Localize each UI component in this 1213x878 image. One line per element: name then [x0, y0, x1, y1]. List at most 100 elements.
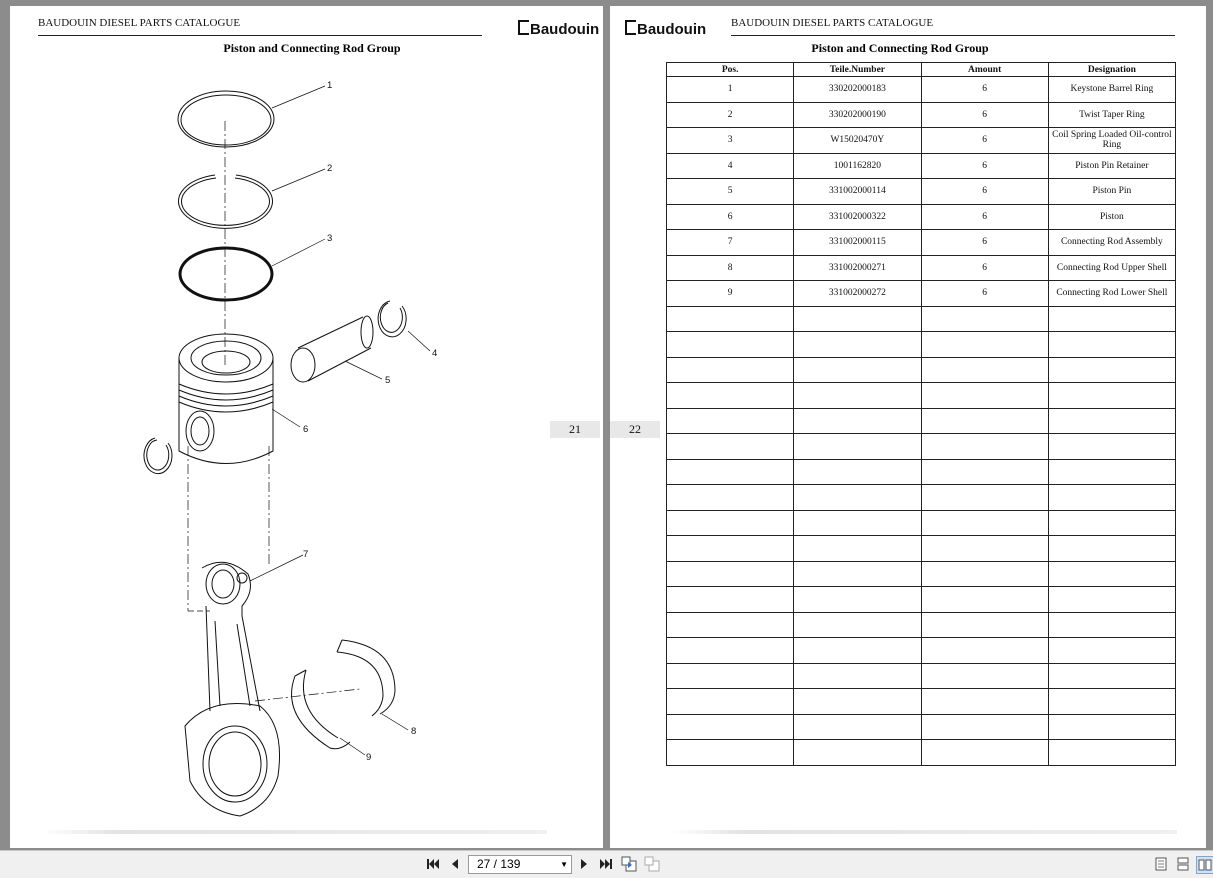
empty-cell: [665, 433, 795, 460]
next-page-icon[interactable]: [576, 856, 592, 872]
cell-designation: Connecting Rod Upper Shell: [1047, 254, 1177, 281]
empty-cell: [665, 484, 795, 511]
empty-cell: [1047, 560, 1177, 587]
cell-amount: 6: [920, 229, 1049, 256]
cell-number: 331002000115: [793, 229, 922, 256]
empty-table-row: [665, 637, 1177, 664]
empty-cell: [665, 662, 795, 689]
twist-taper-ring-part: [178, 174, 273, 229]
empty-cell: [793, 611, 922, 638]
chevron-down-icon[interactable]: ▼: [560, 860, 568, 869]
cell-designation: Connecting Rod Lower Shell: [1047, 280, 1177, 307]
left-page-number: 21: [550, 421, 600, 438]
last-page-icon[interactable]: [598, 856, 614, 872]
empty-cell: [920, 560, 1049, 587]
cell-pos: 4: [665, 152, 795, 179]
empty-cell: [1047, 331, 1177, 358]
callout-3: 3: [327, 233, 332, 244]
empty-cell: [920, 637, 1049, 664]
first-page-icon[interactable]: [425, 856, 441, 872]
empty-cell: [665, 509, 795, 536]
page-indicator-value: 27 / 139: [477, 857, 521, 871]
empty-cell: [793, 356, 922, 383]
cell-designation: Piston Pin Retainer: [1047, 152, 1177, 179]
group-title-right: Piston and Connecting Rod Group: [811, 41, 989, 55]
empty-cell: [1047, 407, 1177, 434]
cell-designation: Keystone Barrel Ring: [1047, 76, 1177, 103]
page-number-input[interactable]: 27 / 139 ▼: [468, 855, 572, 874]
empty-cell: [793, 688, 922, 715]
empty-cell: [665, 739, 795, 766]
empty-cell: [793, 637, 922, 664]
continuous-view-icon[interactable]: [1175, 856, 1191, 872]
callout-2: 2: [327, 163, 332, 174]
cell-pos: 9: [665, 280, 795, 307]
cell-amount: 6: [920, 76, 1049, 103]
cell-number: 330202000183: [793, 76, 922, 103]
two-page-view-icon[interactable]: [1196, 856, 1213, 874]
cell-number: 330202000190: [793, 101, 922, 128]
upper-shell-part: [336, 639, 396, 717]
cell-pos: 3: [665, 127, 795, 154]
empty-cell: [793, 407, 922, 434]
cell-amount: 6: [920, 127, 1049, 154]
empty-cell: [920, 305, 1049, 332]
export-icon[interactable]: [621, 856, 637, 872]
prev-page-icon[interactable]: [447, 856, 463, 872]
empty-cell: [1047, 356, 1177, 383]
cell-pos: 7: [665, 229, 795, 256]
cell-amount: 6: [920, 254, 1049, 281]
footer-rule: [42, 830, 547, 834]
empty-table-row: [665, 484, 1177, 511]
empty-cell: [920, 331, 1049, 358]
cell-number: 331002000322: [793, 203, 922, 230]
empty-cell: [665, 560, 795, 587]
callout-7: 7: [303, 549, 308, 560]
empty-cell: [920, 713, 1049, 740]
group-title: Piston and Connecting Rod Group: [223, 41, 401, 55]
empty-table-row: [665, 688, 1177, 715]
header-rule: [38, 35, 482, 36]
empty-table-row: [665, 509, 1177, 536]
header-number: Teile.Number: [793, 62, 922, 77]
logo-mark-icon: [518, 20, 529, 35]
empty-table-row: [665, 433, 1177, 460]
empty-table-row: [665, 586, 1177, 613]
logo-mark-icon: [625, 20, 636, 35]
logo-text: Baudouin: [530, 21, 600, 38]
cell-number: W15020470Y: [793, 127, 922, 154]
cell-amount: 6: [920, 203, 1049, 230]
callout-9: 9: [366, 752, 371, 763]
baudouin-logo: Baudouin: [518, 20, 599, 38]
empty-cell: [1047, 535, 1177, 562]
empty-cell: [665, 688, 795, 715]
empty-cell: [1047, 382, 1177, 409]
empty-cell: [793, 458, 922, 485]
export-disabled-icon[interactable]: [644, 856, 660, 872]
empty-cell: [665, 305, 795, 332]
empty-table-row: [665, 305, 1177, 332]
empty-cell: [665, 458, 795, 485]
empty-cell: [665, 382, 795, 409]
single-page-view-icon[interactable]: [1153, 856, 1169, 872]
logo-text: Baudouin: [637, 21, 707, 38]
header-rule-right: [731, 35, 1175, 36]
empty-table-row: [665, 662, 1177, 689]
empty-cell: [1047, 637, 1177, 664]
cell-pos: 2: [665, 101, 795, 128]
empty-cell: [793, 535, 922, 562]
empty-cell: [793, 586, 922, 613]
callout-5: 5: [385, 375, 390, 386]
footer-rule-right: [670, 830, 1177, 834]
empty-cell: [665, 331, 795, 358]
cell-number: 331002000114: [793, 178, 922, 205]
empty-cell: [920, 662, 1049, 689]
empty-table-row: [665, 713, 1177, 740]
